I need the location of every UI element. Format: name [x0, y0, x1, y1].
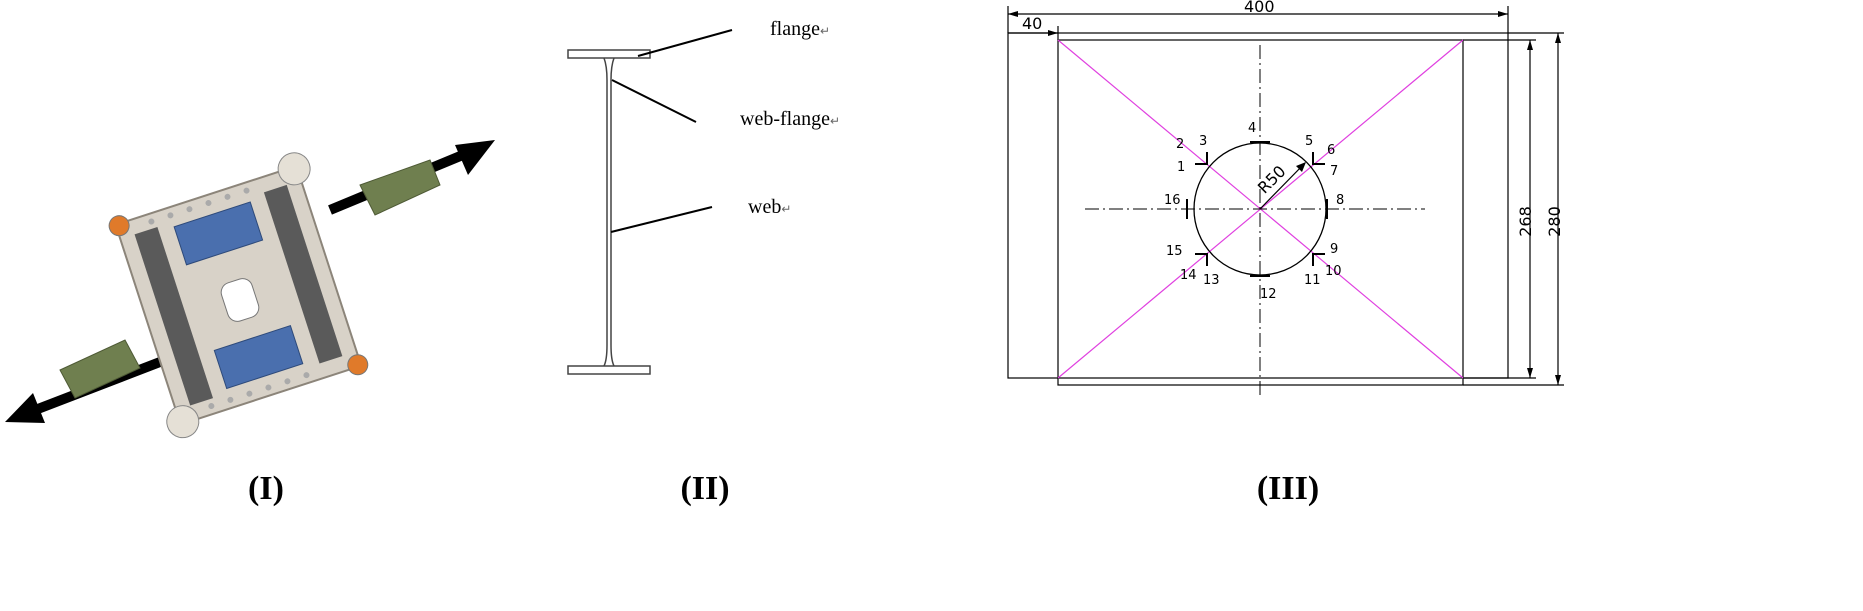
- pad-upper: [173, 201, 264, 266]
- caption-panel-1: (I): [248, 470, 284, 507]
- point-4: 4: [1248, 121, 1257, 136]
- pin-corner-2: [347, 354, 369, 376]
- caption-panel-3: (III): [1256, 470, 1320, 507]
- cruciform-specimen-drawing: [5, 140, 495, 439]
- point-9: 9: [1330, 242, 1339, 257]
- lower-grip: [59, 339, 141, 399]
- point-14: 14: [1180, 268, 1197, 283]
- point-11: 11: [1304, 273, 1321, 288]
- point-7: 7: [1330, 164, 1339, 179]
- dim-40: 40: [1022, 14, 1043, 33]
- center-hole: [220, 278, 260, 322]
- point-8: 8: [1336, 193, 1345, 208]
- label-web-flange: web-flange↵: [740, 108, 841, 130]
- dim-268: 268: [1515, 206, 1535, 237]
- i-beam-section-drawing: [567, 29, 733, 375]
- point-5: 5: [1305, 134, 1314, 149]
- point-12: 12: [1260, 287, 1277, 302]
- web-leader: [610, 206, 713, 233]
- point-6: 6: [1327, 143, 1336, 158]
- point-10: 10: [1325, 264, 1342, 279]
- point-1: 1: [1177, 160, 1186, 175]
- flange-leader: [637, 29, 733, 57]
- dim-400: 400: [1244, 0, 1275, 16]
- pad-lower: [213, 325, 304, 390]
- point-15: 15: [1166, 244, 1183, 259]
- outer-plate: [1007, 32, 1509, 379]
- beam-web: [603, 57, 615, 367]
- point-3: 3: [1199, 134, 1208, 149]
- point-13: 13: [1203, 273, 1220, 288]
- bottom-flange: [567, 365, 651, 375]
- web-flange-leader: [611, 79, 697, 123]
- plate-dimension-drawing: [1007, 6, 1564, 398]
- top-flange: [567, 49, 651, 59]
- dim-280: 280: [1544, 206, 1564, 237]
- label-web: web↵: [748, 196, 792, 218]
- pin-corner-1: [108, 215, 130, 237]
- upper-grip: [359, 159, 441, 216]
- caption-panel-2: (II): [680, 470, 730, 507]
- label-flange: flange↵: [770, 18, 831, 40]
- radius-leader: [1259, 162, 1306, 210]
- point-16: 16: [1164, 193, 1181, 208]
- point-2: 2: [1176, 137, 1185, 152]
